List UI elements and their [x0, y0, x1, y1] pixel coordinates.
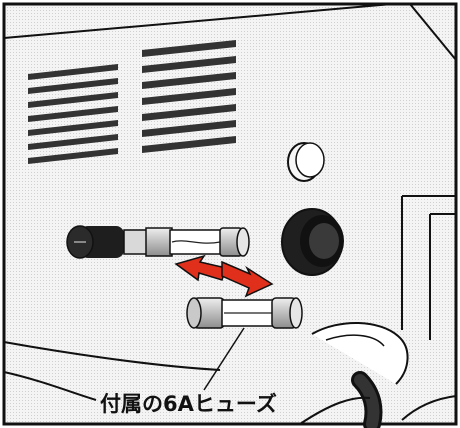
- spare-fuse-caption: 付属の6Aヒューズ: [100, 394, 277, 415]
- power-socket: [282, 209, 344, 275]
- installed-fuse: [124, 228, 249, 256]
- fuse-holder-cap: [67, 226, 124, 258]
- spare-fuse: [187, 298, 302, 328]
